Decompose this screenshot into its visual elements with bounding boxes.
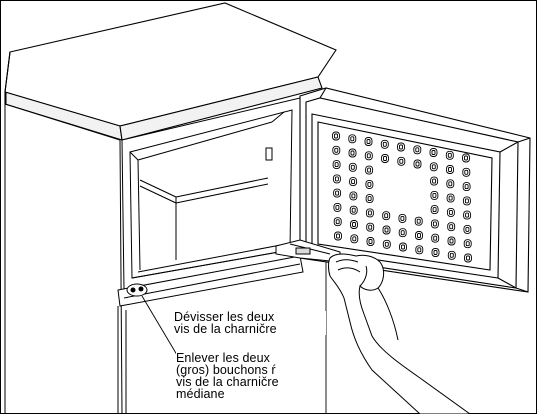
callout-line: Dévisser les deux <box>174 310 275 324</box>
door-dimple-inner <box>384 241 389 247</box>
door-dimple-inner <box>432 207 437 213</box>
door-dimple-inner <box>415 147 420 153</box>
door-dimple-inner <box>334 162 339 168</box>
door-dimple-inner <box>351 193 356 199</box>
lower-door <box>117 255 304 414</box>
door-dimple-inner <box>448 181 453 187</box>
freezer-compartment <box>121 97 301 291</box>
callout-line: Enlever les deux <box>176 351 271 365</box>
door-dimple-inner <box>382 141 387 147</box>
door-dimple-inner <box>351 179 356 185</box>
door-dimple-inner <box>352 222 356 227</box>
cabinet-side <box>4 92 123 414</box>
door-dimple-inner <box>448 167 452 172</box>
door-dimple-inner <box>367 210 372 216</box>
door-dimple-inner <box>464 169 469 175</box>
door-dimple-inner <box>431 150 436 155</box>
door-dimple-grid <box>332 131 472 263</box>
door-dimple-inner <box>384 227 389 233</box>
door-dimple-inner <box>417 247 422 253</box>
cabinet-top <box>4 2 337 141</box>
door-dimple-inner <box>368 224 373 230</box>
door-dimple-inner <box>350 164 355 170</box>
door-dimple-inner <box>433 235 438 241</box>
door-dimple-inner <box>449 224 454 230</box>
leader-lines <box>141 262 327 414</box>
callout-line: vis de la charničre <box>174 322 277 336</box>
door-dimple-inner <box>415 161 420 167</box>
door-dimple-inner <box>383 156 387 161</box>
door-dimple-inner <box>336 233 340 239</box>
hinge-bracket <box>275 239 341 263</box>
door-dimple-inner <box>334 176 339 182</box>
door-dimple-inner <box>432 221 437 227</box>
door-dimple-inner <box>335 219 340 225</box>
callout-remove-caps: Enlever les deux (gros) bouchons ŕ vis d… <box>176 352 322 400</box>
hinge-cap-icon <box>126 283 148 297</box>
door-dimple-inner <box>334 133 338 139</box>
door-dimple-inner <box>351 207 356 213</box>
callout-unscrew-hinge-screws: Dévisser les deux vis de la charničre <box>174 311 326 335</box>
hand-illustration <box>328 253 471 414</box>
door-dimple-inner <box>465 241 470 247</box>
door-dimple-inner <box>464 155 468 161</box>
door-dimple-inner <box>432 178 437 184</box>
door-dimple-inner <box>399 158 404 164</box>
door-dimple-inner <box>367 181 372 187</box>
door-dimple-inner <box>400 230 405 236</box>
door-dimple-inner <box>431 164 436 170</box>
door-dimple-inner <box>367 167 372 173</box>
callout-line: (gros) bouchons ŕ <box>176 363 276 377</box>
door-dimple-inner <box>433 250 438 255</box>
door-dimple-inner <box>368 239 373 244</box>
door-dimple-inner <box>352 236 357 242</box>
door-dimple-inner <box>334 147 339 153</box>
door-dimple-inner <box>416 218 421 224</box>
door-dimple-inner <box>466 255 470 261</box>
door-dimple-inner <box>448 195 453 201</box>
door-dimple-inner <box>417 233 421 238</box>
door-dimple-inner <box>401 244 405 250</box>
door-dimple-inner <box>367 196 372 202</box>
door-dimple-inner <box>448 209 453 215</box>
door-dimple-inner <box>449 238 454 244</box>
door-dimple-inner <box>447 152 452 158</box>
door-dimple-inner <box>350 136 355 142</box>
door-dimple-inner <box>464 198 469 204</box>
door-dimple-inner <box>350 150 355 156</box>
door-dimple-inner <box>335 190 340 196</box>
door-dimple-inner <box>464 184 469 190</box>
door-dimple-inner <box>366 139 371 144</box>
door-dimple-inner <box>449 252 454 258</box>
callout-line: médiane <box>176 387 225 401</box>
door-dimple-inner <box>432 192 437 198</box>
door-dimple-inner <box>400 215 405 221</box>
door-dimple-inner <box>384 213 389 219</box>
callout-line: vis de la charničre <box>176 375 279 389</box>
door-dimple-inner <box>366 153 371 159</box>
door-dimple-inner <box>399 144 403 150</box>
door-dimple-inner <box>465 226 470 232</box>
door-dimple-inner <box>335 204 340 210</box>
door-dimple-inner <box>465 212 470 218</box>
